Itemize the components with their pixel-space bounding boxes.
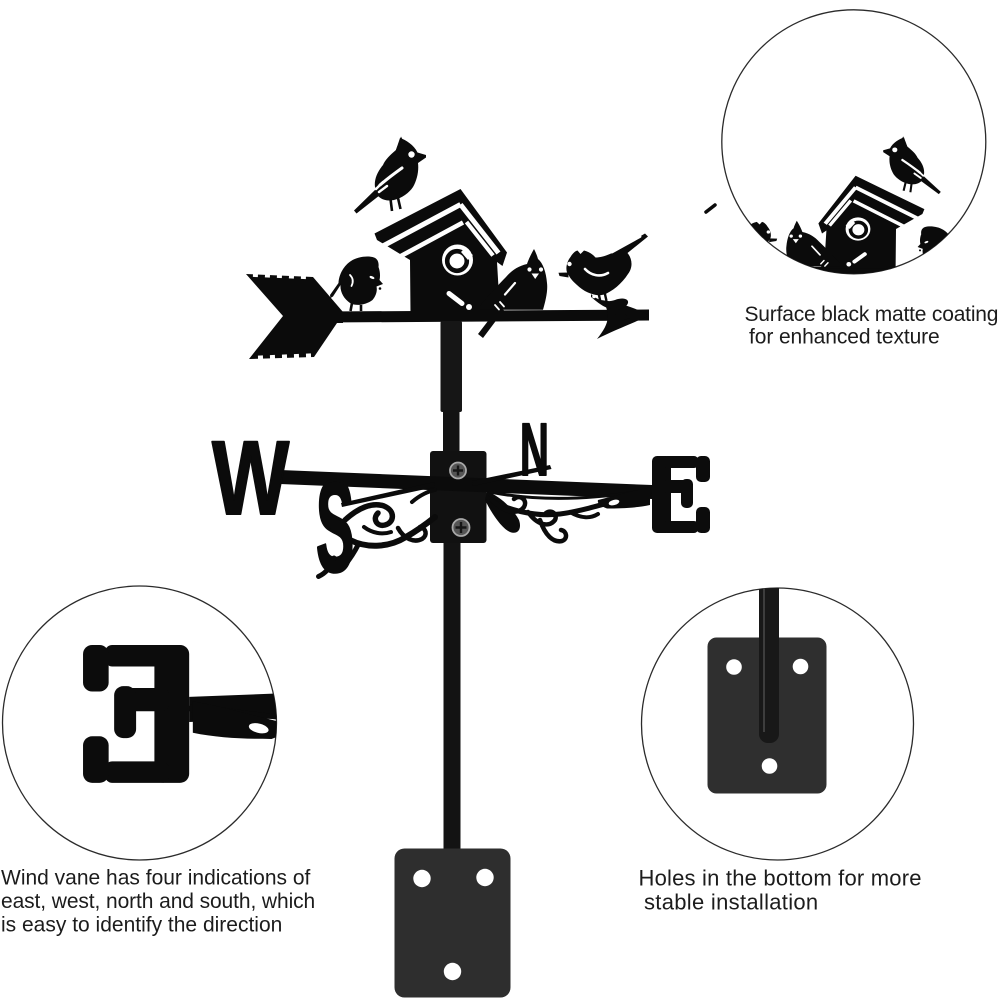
svg-text:for enhanced texture: for enhanced texture [749,326,940,349]
svg-text:east, west, north and south, w: east, west, north and south, which [1,890,315,913]
svg-text:is easy to identify the direct: is easy to identify the direction [1,914,282,937]
svg-text:Holes in the bottom for more: Holes in the bottom for more [639,866,922,891]
svg-text:stable installation: stable installation [644,890,818,915]
svg-text:N: N [520,408,549,491]
svg-text:W: W [212,419,289,536]
svg-text:Wind vane has four indications: Wind vane has four indications of [1,867,311,890]
svg-text:S: S [316,454,354,599]
svg-text:Surface black matte coating: Surface black matte coating [745,303,999,326]
